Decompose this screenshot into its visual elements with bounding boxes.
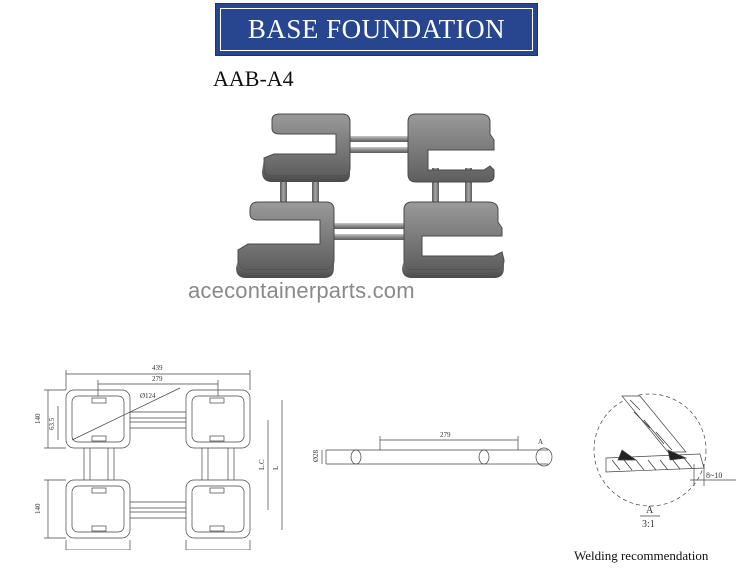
dim-right-l: L bbox=[272, 466, 280, 470]
banner-frame: BASE FOUNDATION bbox=[220, 8, 533, 51]
dim-diameter: Ø124 bbox=[140, 392, 156, 400]
tie-bar bbox=[312, 168, 319, 214]
tie-bar bbox=[332, 234, 404, 240]
technical-drawing: 439 279 Ø124 140 63.5 140 L.C L 160 160 … bbox=[34, 364, 736, 550]
detail-scale: 3:1 bbox=[642, 519, 655, 530]
dim-center: L.C bbox=[258, 459, 266, 470]
side-dim-diameter: Ø28 bbox=[312, 449, 320, 462]
tie-bar bbox=[465, 168, 472, 214]
top-view bbox=[44, 370, 283, 550]
corner-casting bbox=[262, 113, 351, 182]
dim-offset: 63.5 bbox=[48, 417, 56, 430]
side-section-label: A bbox=[538, 438, 543, 446]
model-number: AAB-A4 bbox=[213, 66, 294, 91]
side-dim-length: 279 bbox=[440, 431, 451, 439]
watermark-text: acecontainerparts.com bbox=[188, 278, 415, 303]
dim-height-bottom: 140 bbox=[34, 503, 42, 514]
banner-title: BASE FOUNDATION bbox=[247, 14, 506, 44]
weld-dimension: 8~10 bbox=[706, 471, 722, 480]
tie-bar bbox=[432, 168, 439, 214]
side-view bbox=[321, 436, 553, 467]
corner-casting bbox=[407, 113, 495, 183]
tie-bar bbox=[332, 223, 404, 229]
corner-casting bbox=[236, 201, 335, 278]
title-banner: BASE FOUNDATION bbox=[215, 3, 538, 56]
corner-casting bbox=[402, 201, 505, 278]
weld-detail bbox=[593, 393, 736, 517]
dim-height-top: 140 bbox=[34, 413, 42, 424]
product-render bbox=[236, 113, 505, 278]
tie-bar bbox=[344, 147, 408, 153]
tie-bar bbox=[344, 136, 408, 142]
welding-caption: Welding recommendation bbox=[574, 548, 709, 563]
dim-inner-width: 279 bbox=[152, 375, 163, 383]
tie-bar bbox=[280, 168, 287, 214]
dim-overall-width: 439 bbox=[152, 364, 163, 372]
detail-label: A bbox=[646, 505, 654, 516]
